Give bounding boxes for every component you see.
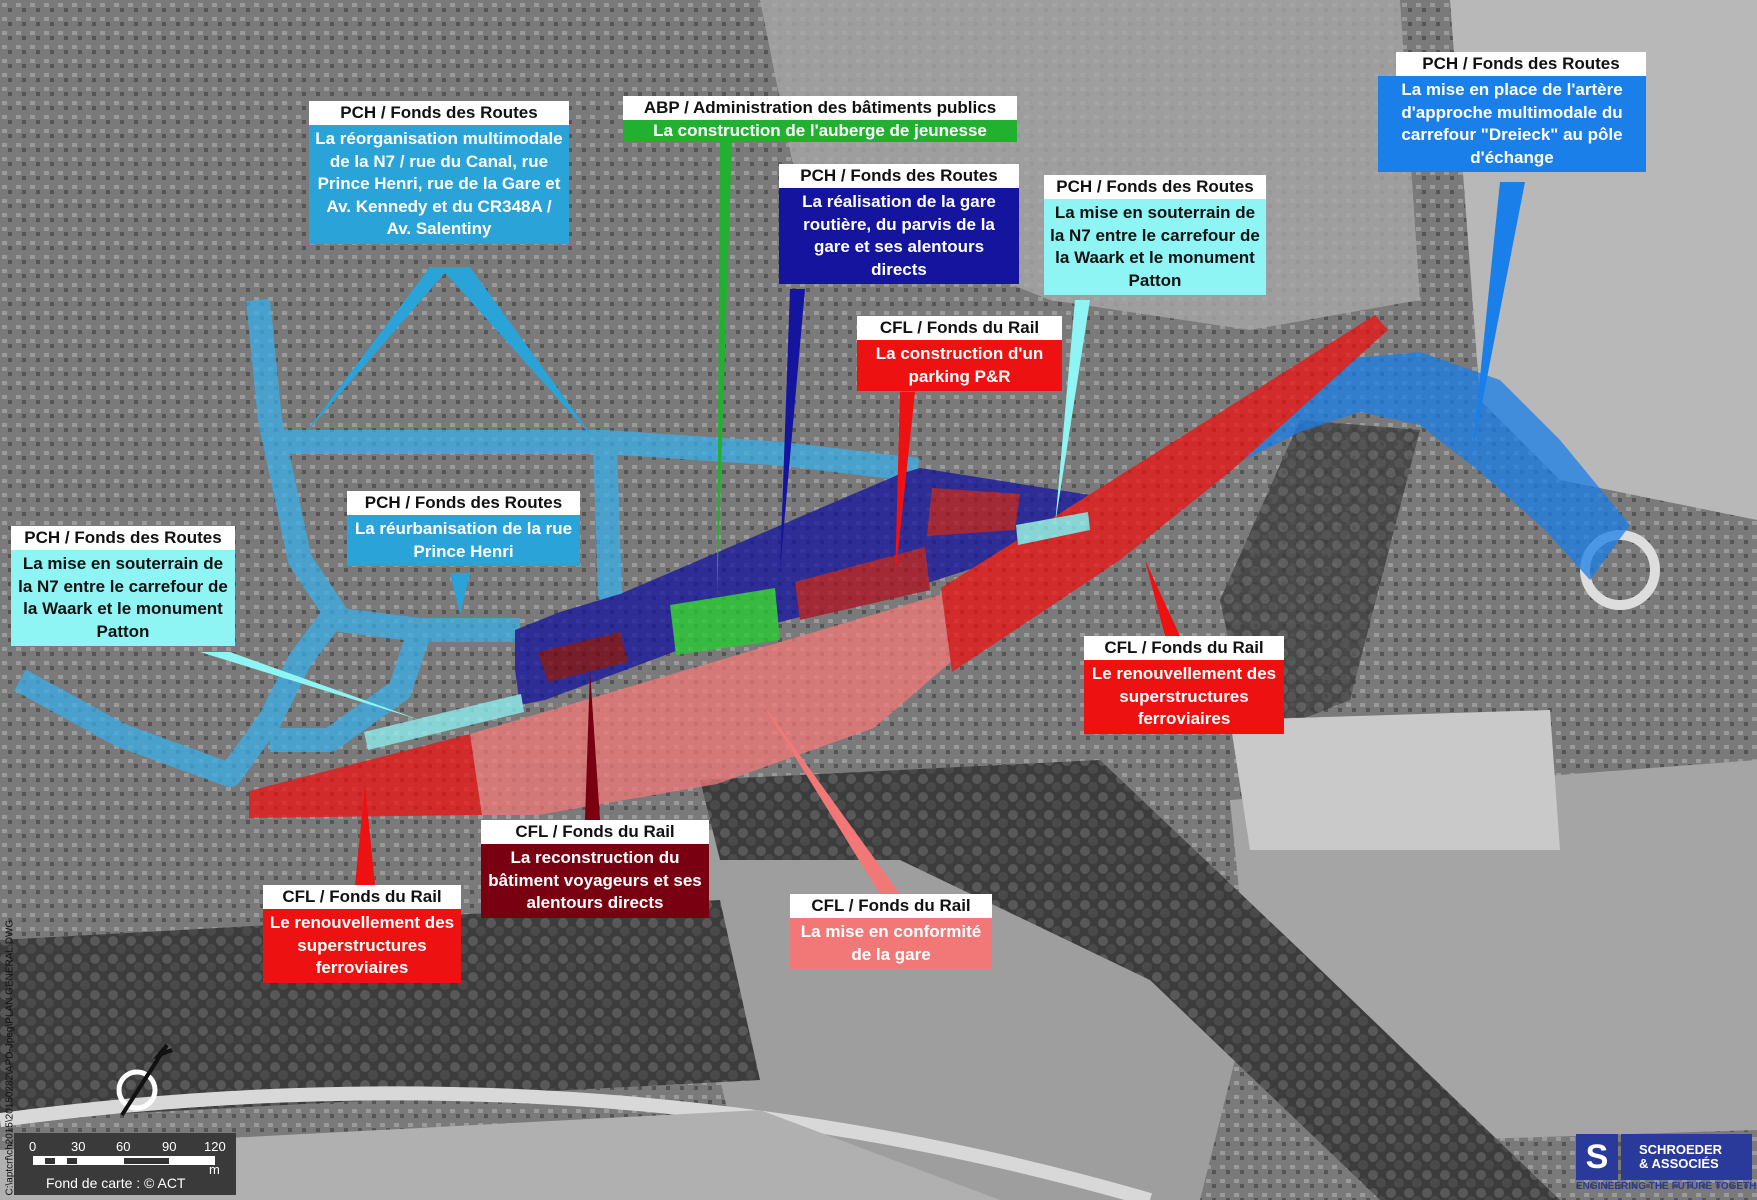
rail-renewal-left: [249, 734, 482, 818]
scale-unit: m: [209, 1162, 220, 1177]
label-text: La mise en souterrain de la N7 entre le …: [1044, 199, 1266, 295]
label-owner: PCH / Fonds des Routes: [779, 164, 1019, 188]
logo-tagline: ENGINEERING THE FUTURE TOGETHER: [1576, 1181, 1757, 1192]
dreieck-artery: [1087, 352, 1630, 580]
youth-hostel: [670, 588, 780, 655]
label-owner: PCH / Fonds des Routes: [1044, 175, 1266, 199]
logo-mark: S: [1576, 1134, 1618, 1180]
label-text: La mise en place de l'artère d'approche …: [1378, 76, 1646, 172]
label-owner: ABP / Administration des bâtiments publi…: [623, 96, 1017, 120]
north-arrow-icon: [116, 1043, 173, 1117]
scale-tick: 0: [29, 1139, 37, 1154]
label-owner: PCH / Fonds des Routes: [1396, 52, 1646, 76]
label-text: La construction de l'auberge de jeunesse: [623, 120, 1017, 142]
scale-tick: 30: [71, 1139, 86, 1154]
label-text: La reconstruction du bâtiment voyageurs …: [481, 844, 709, 918]
scale-tick: 90: [162, 1139, 177, 1154]
label-owner: PCH / Fonds des Routes: [11, 526, 235, 550]
label-owner: PCH / Fonds des Routes: [309, 101, 569, 125]
logo-name-line2: & ASSOCIÉS: [1639, 1156, 1719, 1171]
label-youth-hostel: ABP / Administration des bâtiments publi…: [623, 96, 1017, 142]
label-text: Le renouvellement des superstructures fe…: [1084, 660, 1284, 734]
logo-name: SCHROEDER& ASSOCIÉS: [1621, 1134, 1752, 1180]
label-text: La réalisation de la gare routière, du p…: [779, 188, 1019, 284]
scale-bar: 0 30 60 90 120 m Fond de carte : © ACT: [14, 1133, 236, 1195]
label-text: La construction d'un parking P&R: [857, 340, 1062, 391]
company-logo: S SCHROEDER& ASSOCIÉS ENGINEERING THE FU…: [1576, 1134, 1757, 1192]
n7-tunnel-left: [364, 694, 524, 750]
file-path: C:\aptcrf\ch2015\20150282\APD-Jpeg\PLAN …: [4, 919, 16, 1196]
label-owner: CFL / Fonds du Rail: [790, 894, 992, 918]
label-text: Le renouvellement des superstructures fe…: [263, 909, 461, 983]
label-text: La réorganisation multimodale de la N7 /…: [309, 125, 569, 244]
scale-tick: 120: [204, 1139, 226, 1154]
label-text: La réurbanisation de la rue Prince Henri: [347, 515, 580, 566]
parking-pr: [795, 488, 1020, 620]
label-owner: CFL / Fonds du Rail: [263, 885, 461, 909]
map-source: Fond de carte : © ACT: [46, 1175, 186, 1191]
rail-renewal-right: [941, 315, 1388, 672]
logo-name-line1: SCHROEDER: [1639, 1142, 1723, 1157]
passenger-building: [538, 632, 628, 682]
label-text: La mise en souterrain de la N7 entre le …: [11, 550, 235, 646]
label-owner: PCH / Fonds des Routes: [347, 491, 580, 515]
scale-tick: 60: [116, 1139, 131, 1154]
label-owner: CFL / Fonds du Rail: [857, 316, 1062, 340]
leader-lines: [200, 141, 1525, 894]
label-owner: CFL / Fonds du Rail: [481, 820, 709, 844]
label-owner: CFL / Fonds du Rail: [1084, 636, 1284, 660]
n7-tunnel-right: [1016, 512, 1090, 545]
scale-bar-graphic: [33, 1156, 215, 1165]
label-text: La mise en conformité de la gare: [790, 918, 992, 969]
